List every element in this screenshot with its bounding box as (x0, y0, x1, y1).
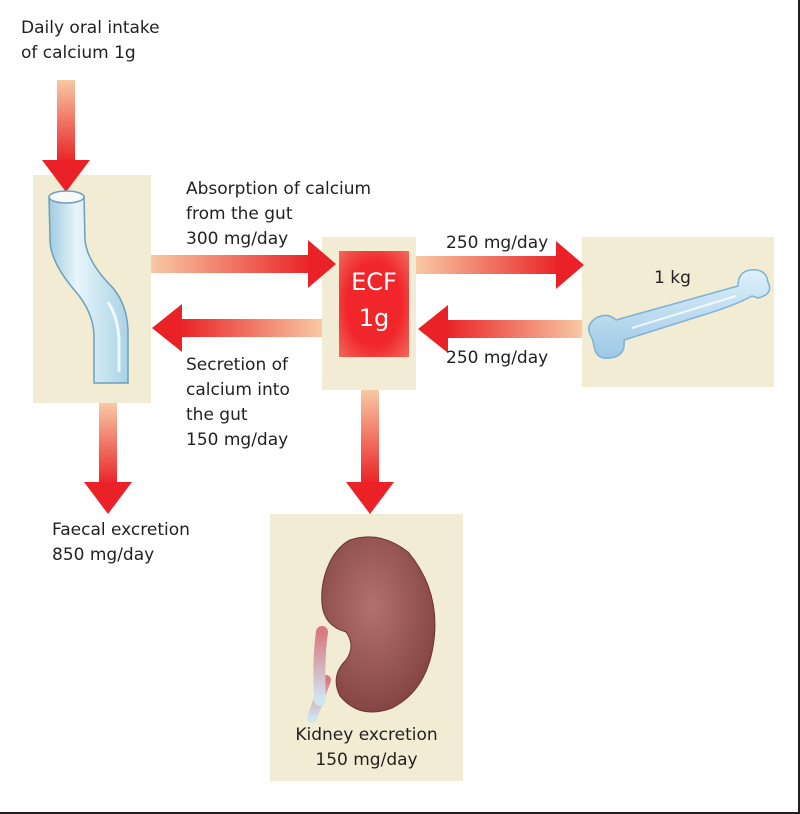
faecal-arrow (84, 403, 132, 514)
absorption-arrow (151, 240, 336, 288)
intake-label: Daily oral intake of calcium 1g (21, 18, 160, 63)
kidney-label: Kidney excretion 150 mg/day (295, 725, 438, 770)
kidney-icon (307, 536, 436, 723)
ecf-box: ECF 1g (339, 251, 409, 357)
from-bone-rate-label: 250 mg/day (446, 348, 549, 368)
secretion-arrow (152, 304, 322, 352)
absorption-label: Absorption of calcium from the gut 300 m… (186, 179, 372, 249)
faecal-label: Faecal excretion 850 mg/day (52, 520, 190, 565)
ecf-to-bone-arrow (416, 241, 584, 289)
bone-icon (588, 269, 771, 359)
gut-icon (48, 190, 129, 384)
bone-to-ecf-arrow (418, 305, 582, 353)
to-bone-rate-label: 250 mg/day (446, 233, 549, 253)
kidney-arrow (346, 390, 394, 514)
bone-mass-label: 1 kg (654, 268, 691, 288)
intake-arrow (42, 80, 90, 192)
ecf-amount: 1g (358, 304, 390, 332)
secretion-label: Secretion of calcium into the gut 150 mg… (186, 355, 290, 450)
ecf-label: ECF (351, 268, 397, 296)
